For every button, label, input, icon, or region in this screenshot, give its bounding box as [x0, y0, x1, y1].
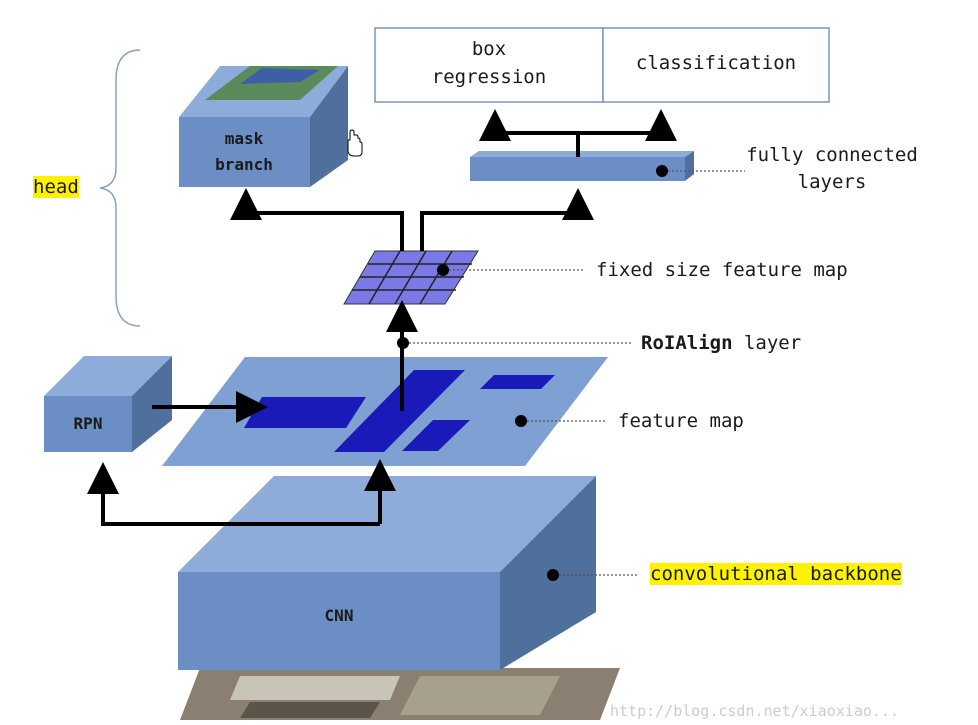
fixed-size-feature-map-label: fixed size feature map — [596, 259, 848, 281]
input-image — [180, 668, 620, 720]
head-label: head — [33, 176, 79, 198]
convolutional-backbone-label: convolutional backbone — [650, 563, 902, 585]
box-regression-label-2: regression — [432, 66, 546, 88]
rpn-box — [44, 356, 172, 452]
roi-region — [244, 397, 366, 428]
fixed-size-grid — [343, 250, 479, 305]
hand-cursor-icon — [347, 129, 363, 157]
fully-connected-bar — [470, 151, 694, 181]
feature-map-label: feature map — [618, 410, 744, 432]
watermark-text: http://blog.csdn.net/xiaoxiao... — [610, 702, 899, 720]
leader-lines — [397, 165, 745, 581]
head-brace — [99, 49, 141, 327]
cnn-label: CNN — [325, 606, 354, 625]
mask-branch-box — [179, 66, 348, 187]
roialign-label: RoIAlign layer — [641, 332, 801, 354]
fully-connected-label-2: layers — [798, 171, 867, 193]
flow-arrows — [87, 109, 677, 526]
classification-label: classification — [636, 52, 796, 74]
fully-connected-label-1: fully connected — [746, 144, 918, 166]
box-regression-box — [374, 27, 604, 103]
box-regression-label-1: box — [472, 38, 506, 60]
roi-region — [402, 420, 470, 451]
mask-branch-label-1: mask — [225, 129, 264, 148]
rpn-label: RPN — [74, 414, 103, 433]
feature-map-plane — [162, 357, 608, 466]
cnn-box — [178, 476, 596, 670]
classification-box — [602, 27, 830, 103]
mask-branch-label-2: branch — [215, 155, 273, 174]
roi-region — [480, 375, 555, 389]
roi-region — [334, 370, 465, 452]
